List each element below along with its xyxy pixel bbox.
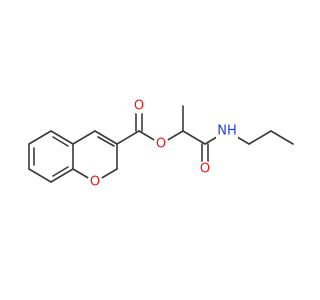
ester-oxygen-bg [153,136,169,152]
amide-oxygen-label: O [200,162,210,177]
ester-oxygen-label: O [156,137,166,152]
bond-benz-5 [50,130,74,145]
amide-oxygen-bg [197,161,213,177]
amide-nitrogen-label: NH [217,124,237,139]
ring-oxygen-label: O [90,175,100,190]
ring-oxygen-bg [87,174,103,190]
structure-canvas: O O O O NH [28,98,294,190]
molecule-diagram: O O O O NH [28,98,294,190]
bond-pyran-c4-c3-double [97,136,115,147]
bond-benz-double-2 [52,166,69,177]
bond-pyran-c4-c3 [94,130,118,145]
bond-benz-double-3 [52,136,69,147]
bond-benz-6 [28,130,52,145]
carbonyl-oxygen-bg [131,98,147,114]
bond-pyran-c4a-c4 [72,130,96,145]
bond-ch-amide-c [182,130,206,145]
bond-ch2-ch2 [248,130,272,145]
bond-benz-2 [28,168,52,183]
bond-benz-3 [50,168,74,183]
bond-ch2-ch3 [270,130,294,145]
carbonyl-oxygen-label: O [134,99,144,114]
bond-c3-carbonyl [116,130,140,145]
amide-nitrogen-bg [216,122,238,140]
